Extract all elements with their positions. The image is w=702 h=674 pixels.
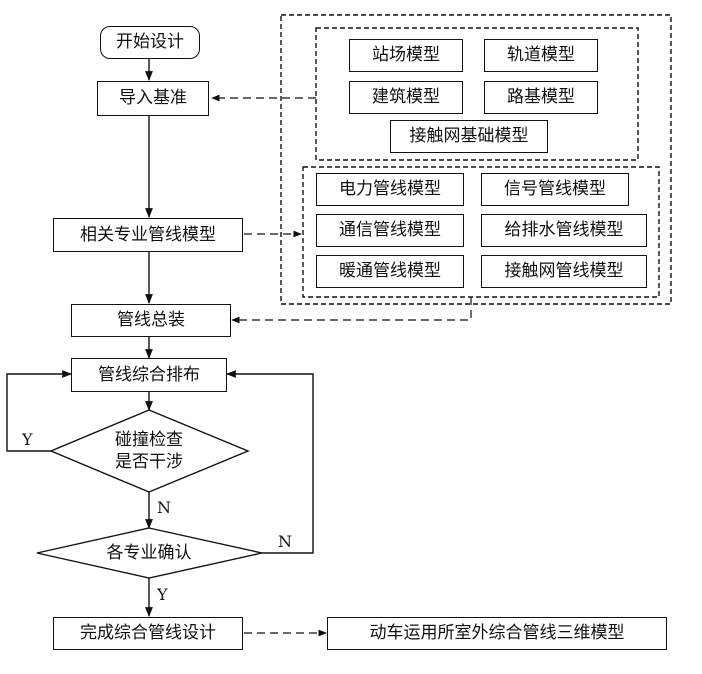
signal-pipeline-model-box: 信号管线模型: [481, 173, 629, 206]
catenary-foundation-model-box: 接触网基础模型: [390, 120, 548, 153]
track-model-box: 轨道模型: [484, 39, 598, 72]
pipeline-assembly-box: 管线总装: [71, 304, 231, 337]
power-pipeline-model-box: 电力管线模型: [316, 173, 464, 206]
confirm-label: 各专业确认: [106, 543, 192, 563]
import-baseline-box: 导入基准: [97, 81, 209, 116]
confirm-no-loop: [226, 370, 314, 554]
base-models-group: [315, 27, 639, 161]
confirm-no-label: N: [278, 532, 292, 551]
finish-design-box: 完成综合管线设计: [53, 617, 243, 650]
subgrade-model-box: 路基模型: [484, 81, 598, 114]
water-pipeline-model-box: 给排水管线模型: [481, 214, 647, 247]
collision-yes-loop: [6, 370, 72, 452]
collision-yes-label: Y: [22, 430, 33, 449]
models-outer-group: [280, 14, 672, 305]
collision-check-label: 碰撞检查 是否干涉: [115, 430, 183, 472]
comm-pipeline-model-box: 通信管线模型: [316, 214, 464, 247]
confirm-diamond: [36, 527, 263, 579]
hvac-pipeline-model-box: 暖通管线模型: [316, 255, 464, 288]
pipeline-to-assembly-dashed-arrow: [231, 297, 472, 324]
catenary-pipeline-model-box: 接触网管线模型: [481, 255, 647, 288]
collision-no-label: N: [157, 498, 171, 517]
collision-check-diamond: [49, 409, 250, 493]
related-pipeline-box: 相关专业管线模型: [53, 218, 243, 252]
start-box: 开始设计: [100, 26, 200, 59]
pipeline-layout-box: 管线综合排布: [71, 358, 227, 392]
pipeline-models-group: [302, 166, 660, 298]
building-model-box: 建筑模型: [349, 81, 463, 114]
station-model-box: 站场模型: [349, 39, 463, 72]
output-model-box: 动车运用所室外综合管线三维模型: [327, 617, 667, 650]
confirm-yes-label: Y: [157, 585, 168, 604]
